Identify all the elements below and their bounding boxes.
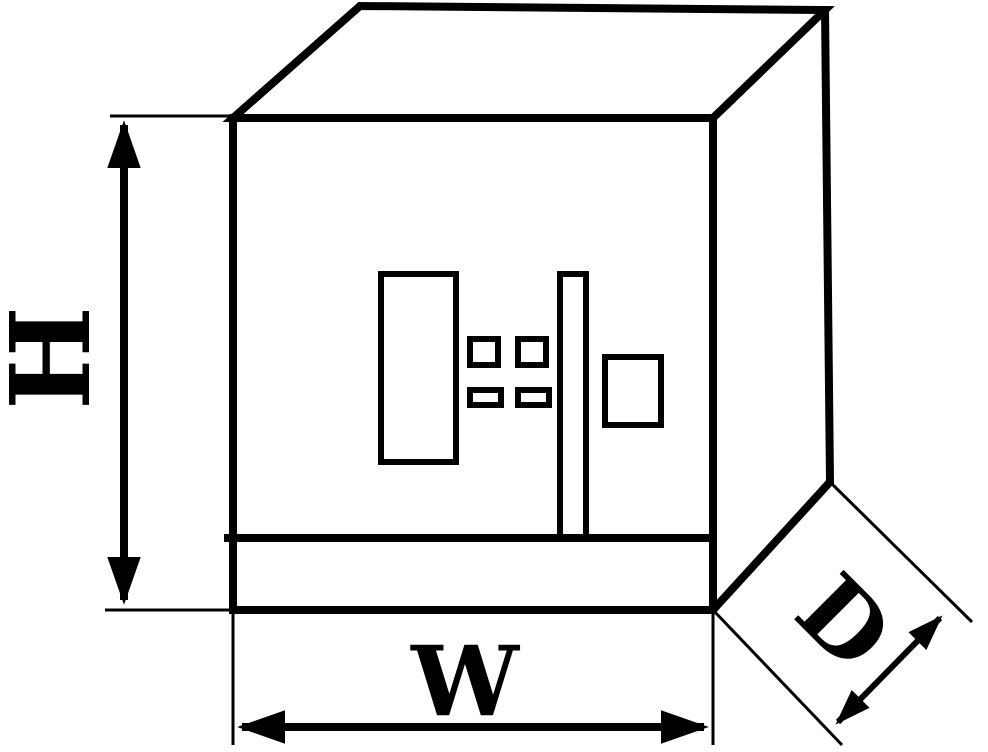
door-handle [557,271,589,541]
width-dimension: W [231,610,715,745]
control-button-1 [467,336,501,368]
indicator-slot-1 [467,387,504,408]
depth-extension-front [711,608,844,747]
cabinet [222,1,835,616]
depth-extension-back [828,480,974,624]
cabinet-top-face [222,1,835,122]
width-label: W [410,625,520,738]
depth-arrow-line [835,615,943,725]
depth-dimension: D [711,480,974,747]
indicator-slot-2 [515,387,552,408]
height-label: H [0,306,115,410]
side-panel-window [602,354,664,428]
control-panel [378,271,664,541]
display-window [378,271,459,465]
height-dimension: H [0,114,233,612]
control-button-2 [515,336,549,368]
